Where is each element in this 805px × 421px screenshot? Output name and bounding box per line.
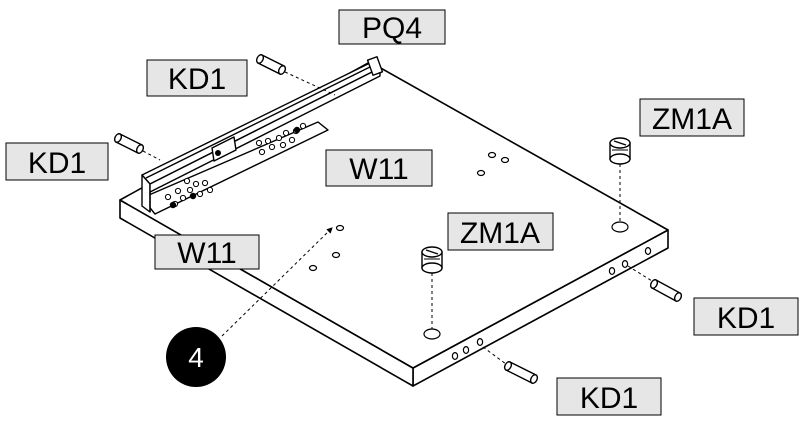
dowel-bottom-guide <box>482 346 507 365</box>
svg-text:PQ4: PQ4 <box>362 12 422 45</box>
edge-holes <box>451 247 652 361</box>
svg-text:4: 4 <box>188 342 204 373</box>
svg-text:KD1: KD1 <box>580 382 638 415</box>
svg-text:KD1: KD1 <box>28 147 86 180</box>
cam-lock-center <box>421 246 443 274</box>
slide-plate-holes <box>164 122 307 208</box>
dowel-left-guide <box>142 150 161 161</box>
dowel-upper <box>255 54 287 75</box>
label-pq4: PQ4 <box>338 9 446 45</box>
label-zm1a-center: ZM1A <box>447 212 554 251</box>
step-badge: 4 <box>166 327 226 387</box>
label-kd1-upper: KD1 <box>146 59 248 97</box>
label-zm1a-right: ZM1A <box>639 98 745 137</box>
svg-text:W11: W11 <box>177 237 236 270</box>
label-w11-top: W11 <box>325 149 433 187</box>
dowel-right <box>649 279 683 302</box>
svg-text:KD1: KD1 <box>717 302 775 335</box>
step-pointer-arrow <box>221 227 333 337</box>
svg-text:ZM1A: ZM1A <box>460 217 540 250</box>
dowel-left <box>113 133 145 154</box>
slide-screws <box>169 126 301 209</box>
label-kd1-left: KD1 <box>5 142 109 181</box>
label-w11-side: W11 <box>154 234 260 270</box>
label-kd1-bottom: KD1 <box>556 377 662 416</box>
top-holes <box>308 151 629 340</box>
label-kd1-right: KD1 <box>693 297 799 336</box>
svg-text:ZM1A: ZM1A <box>652 103 732 136</box>
dowel-bottom <box>503 361 539 384</box>
cam-lock-right <box>609 137 631 165</box>
svg-text:W11: W11 <box>349 153 408 186</box>
svg-text:KD1: KD1 <box>168 63 226 96</box>
dowel-right-guide <box>627 265 653 282</box>
